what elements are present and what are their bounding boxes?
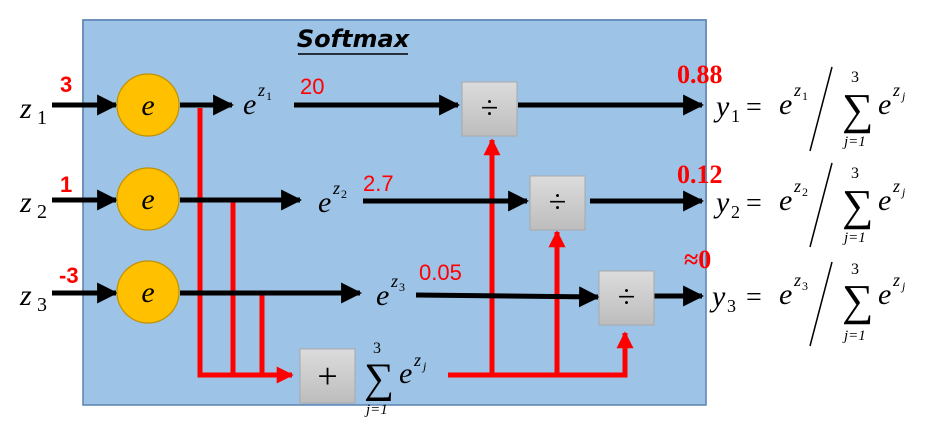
svg-text:y: y	[713, 90, 730, 123]
sum-wiring	[197, 108, 634, 384]
svg-text:∑: ∑	[364, 356, 394, 402]
svg-text:3: 3	[851, 165, 859, 182]
output-1: 0.88 y 1 = e z 1 ∑ 3 j=1 e z j	[677, 60, 906, 152]
svg-text:0.12: 0.12	[677, 160, 723, 189]
svg-text:2.7: 2.7	[363, 171, 394, 196]
input-label-3: z 3 -3	[19, 263, 79, 316]
svg-text:3: 3	[727, 296, 736, 316]
svg-text:3: 3	[851, 261, 859, 278]
svg-text:=: =	[746, 188, 762, 219]
svg-text:j=1: j=1	[842, 134, 866, 150]
svg-text:z: z	[793, 176, 801, 196]
svg-text:j=1: j=1	[364, 402, 388, 418]
svg-text:0.05: 0.05	[419, 260, 462, 285]
svg-text:z: z	[257, 80, 265, 100]
svg-text:3: 3	[60, 72, 72, 97]
divide-node-1: ÷	[461, 81, 518, 137]
svg-text:z: z	[892, 80, 900, 100]
softmax-box-body	[82, 19, 707, 406]
svg-text:3: 3	[37, 294, 47, 316]
output-3: ≈0 y 3 = e z 3 ∑ 3 j=1 e z j	[684, 245, 906, 347]
svg-text:e: e	[399, 357, 412, 390]
svg-text:j=1: j=1	[842, 328, 866, 344]
svg-text:e: e	[779, 184, 792, 217]
svg-text:1: 1	[266, 89, 272, 103]
svg-text:e: e	[376, 279, 389, 312]
output-2: 0.12 y 2 = e z 2 ∑ 3 j=1 e z j	[677, 160, 906, 248]
svg-text:÷: ÷	[618, 278, 636, 314]
svg-text:y: y	[709, 280, 726, 313]
exponential-1: e z 1 20	[243, 74, 324, 121]
svg-text:1: 1	[60, 172, 72, 197]
svg-text:3: 3	[851, 69, 859, 86]
row-3	[52, 282, 705, 308]
exp-node-1: e	[116, 73, 180, 137]
svg-text:+: +	[317, 356, 337, 396]
svg-text:e: e	[141, 276, 154, 309]
input-label-1: z 1 3	[19, 72, 72, 129]
svg-text:=: =	[746, 92, 762, 123]
svg-text:20: 20	[300, 74, 324, 99]
svg-text:z: z	[390, 271, 398, 291]
svg-text:j: j	[900, 89, 906, 103]
svg-text:e: e	[779, 278, 792, 311]
svg-text:e: e	[779, 88, 792, 121]
svg-text:3: 3	[802, 279, 808, 293]
svg-text:z: z	[892, 270, 900, 290]
title: Softmax	[297, 25, 411, 53]
sum-node: +	[299, 348, 356, 404]
svg-text:e: e	[878, 278, 891, 311]
svg-text:e: e	[878, 184, 891, 217]
exp-node-2: e	[116, 167, 180, 231]
svg-text:∑: ∑	[842, 181, 873, 230]
svg-text:z: z	[793, 270, 801, 290]
svg-text:=: =	[746, 282, 762, 313]
svg-text:z: z	[793, 80, 801, 100]
value-arrow-3	[415, 286, 601, 308]
sum-expression: ∑ 3 j=1 e z j	[364, 340, 427, 418]
svg-text:1: 1	[802, 89, 808, 103]
svg-text:e: e	[141, 89, 154, 122]
svg-text:j: j	[900, 185, 906, 199]
exponential-2: e z 2 2.7	[318, 171, 394, 219]
input-label-2: z 2 1	[19, 172, 72, 223]
svg-text:3: 3	[373, 340, 381, 357]
svg-text:e: e	[243, 88, 256, 121]
svg-text:z: z	[19, 279, 32, 312]
svg-text:≈0: ≈0	[684, 245, 711, 274]
svg-text:÷: ÷	[481, 89, 499, 125]
svg-text:z: z	[19, 186, 32, 219]
svg-text:e: e	[878, 88, 891, 121]
svg-text:e: e	[141, 183, 154, 216]
svg-text:y: y	[713, 186, 730, 219]
row-2	[52, 189, 705, 212]
svg-text:z: z	[19, 92, 32, 125]
svg-text:1: 1	[37, 107, 47, 129]
svg-text:j=1: j=1	[842, 230, 866, 246]
svg-text:2: 2	[341, 187, 347, 201]
svg-text:j: j	[900, 279, 906, 293]
svg-text:2: 2	[731, 202, 740, 222]
svg-text:1: 1	[731, 106, 740, 126]
svg-text:∑: ∑	[842, 276, 873, 325]
svg-text:÷: ÷	[549, 183, 567, 219]
svg-text:3: 3	[399, 280, 405, 294]
svg-text:2: 2	[802, 185, 808, 199]
svg-text:z: z	[413, 350, 421, 370]
divide-node-2: ÷	[529, 175, 586, 231]
svg-text:2: 2	[37, 201, 47, 223]
svg-text:z: z	[332, 178, 340, 198]
svg-text:0.88: 0.88	[677, 60, 723, 89]
exp-node-3: e	[116, 260, 180, 324]
exponential-3: e z 3 0.05	[376, 260, 462, 312]
divide-node-3: ÷	[598, 270, 655, 326]
svg-text:e: e	[318, 186, 331, 219]
svg-text:∑: ∑	[842, 85, 873, 134]
svg-text:j: j	[421, 359, 427, 373]
svg-text:z: z	[892, 176, 900, 196]
svg-text:-3: -3	[59, 263, 79, 288]
